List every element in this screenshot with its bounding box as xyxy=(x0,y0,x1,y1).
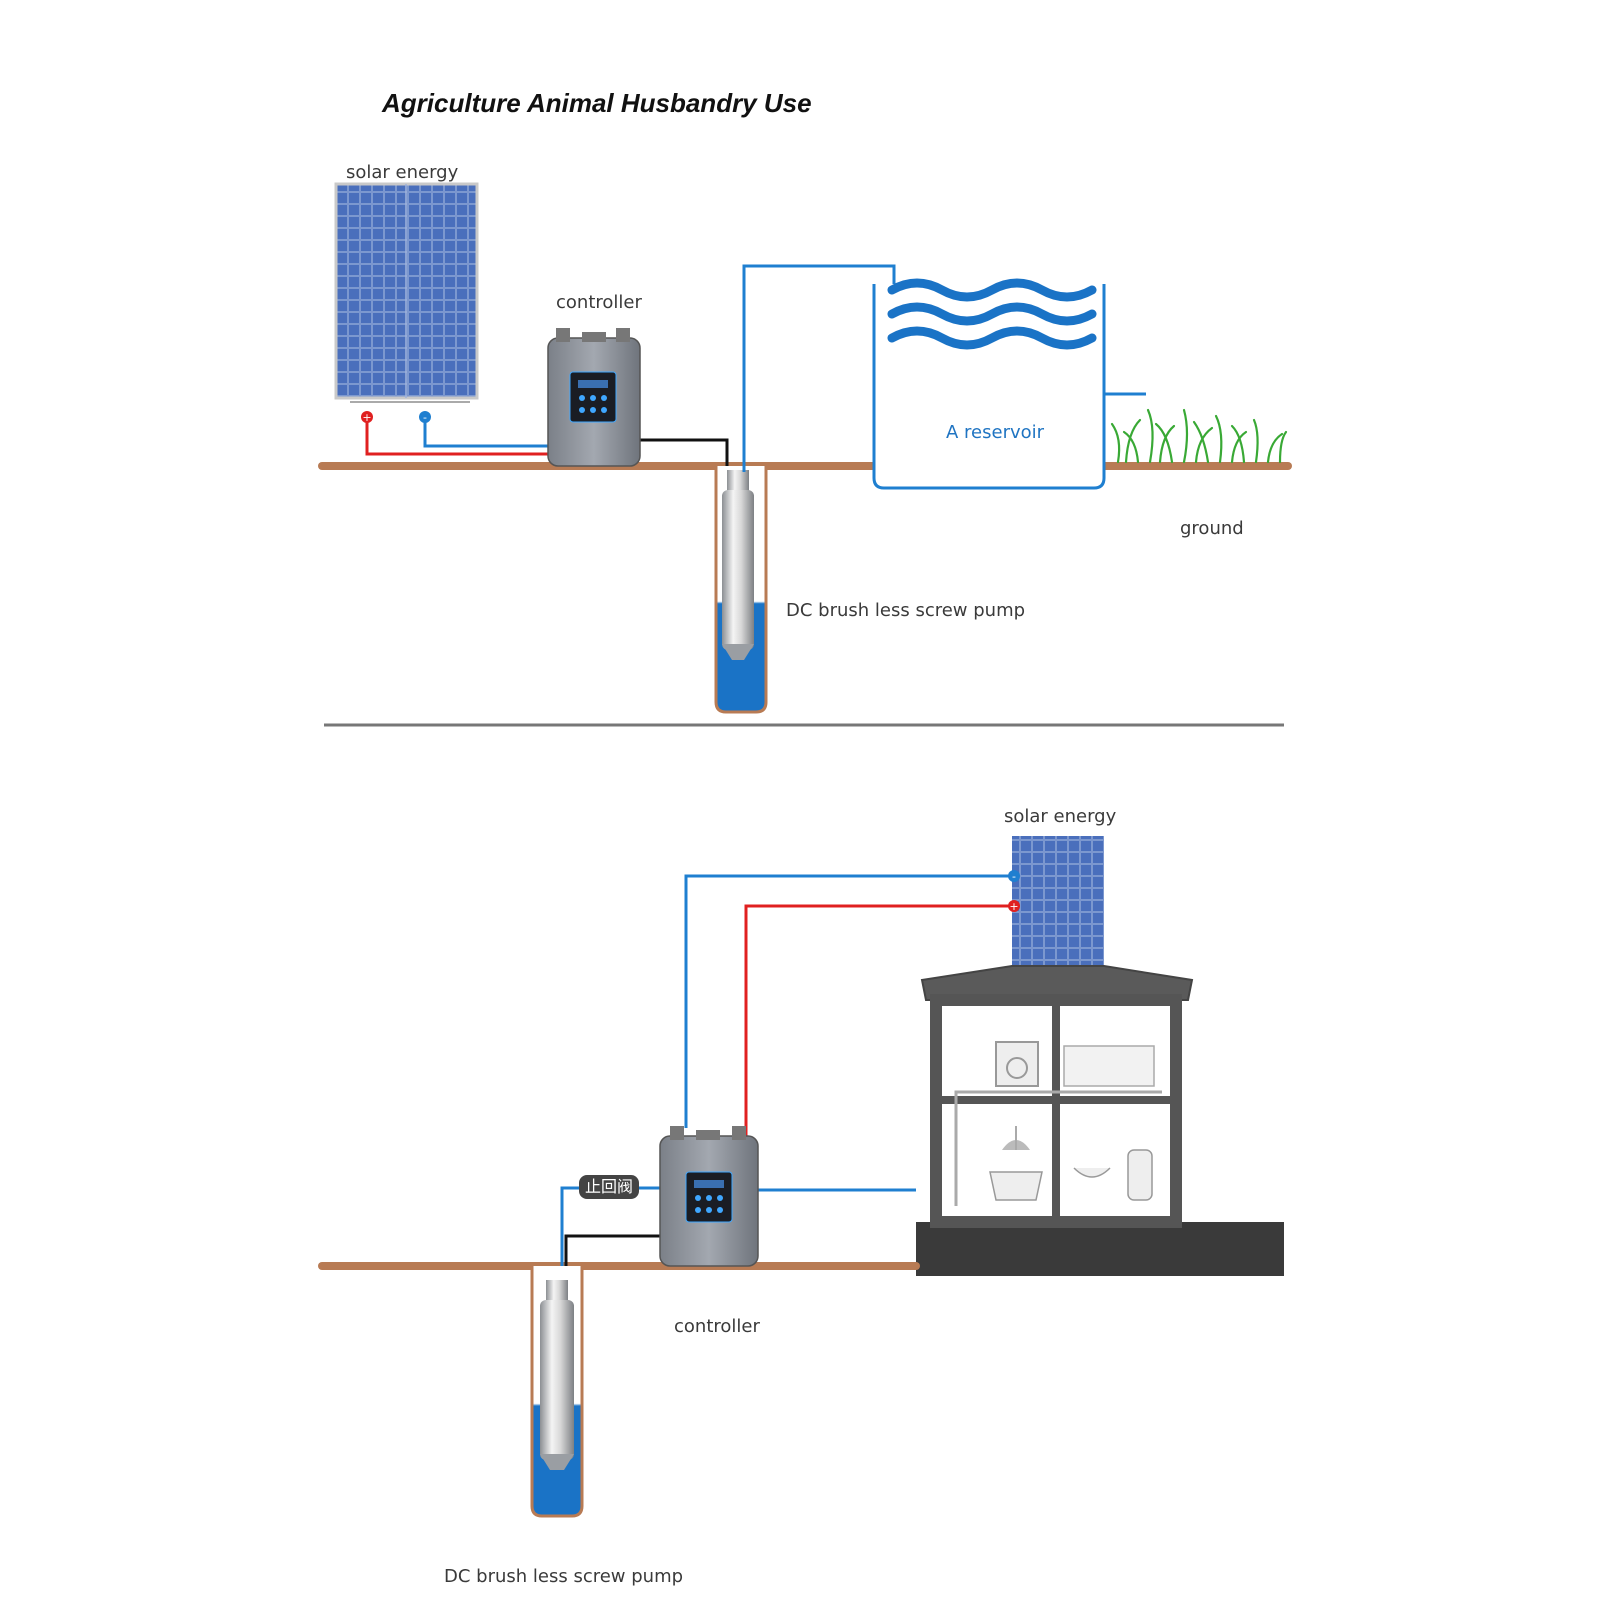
bottom-pump xyxy=(540,1280,574,1470)
check-valve-tag: 止回阀 xyxy=(579,1175,639,1199)
bottom-house xyxy=(916,965,1284,1276)
svg-text:-: - xyxy=(1012,870,1016,883)
top-controller-device xyxy=(547,328,641,467)
bottom-controller-device xyxy=(659,1126,759,1267)
bottom-controller-label: controller xyxy=(674,1316,760,1337)
top-controller-label: controller xyxy=(556,292,642,313)
top-solar-panel xyxy=(334,182,479,403)
top-ground-label: ground xyxy=(1180,518,1244,539)
bottom-panel-wires xyxy=(684,874,1014,1138)
top-positive-terminal-icon: + xyxy=(361,411,373,424)
bottom-negative-terminal-icon: - xyxy=(1008,870,1020,883)
top-pump-cable xyxy=(640,438,729,478)
svg-text:+: + xyxy=(362,411,371,424)
top-water-waves xyxy=(887,278,1097,350)
bottom-positive-terminal-icon: + xyxy=(1008,900,1020,913)
svg-text:+: + xyxy=(1009,900,1018,913)
top-panel-wires xyxy=(365,418,548,456)
top-grass xyxy=(1110,408,1288,464)
svg-text:-: - xyxy=(423,411,427,424)
top-reservoir-label: A reservoir xyxy=(946,422,1045,443)
top-negative-terminal-icon: - xyxy=(419,411,431,424)
bottom-solar-label: solar energy xyxy=(1004,806,1117,827)
page-title: Agriculture Animal Husbandry Use xyxy=(382,88,812,118)
top-pump-label: DC brush less screw pump xyxy=(786,600,1026,621)
bottom-pump-label: DC brush less screw pump xyxy=(444,1566,684,1587)
top-solar-label: solar energy xyxy=(346,162,459,183)
top-delivery-pipe xyxy=(742,264,896,472)
bottom-solar-panel xyxy=(1012,836,1104,970)
top-pump xyxy=(722,470,754,660)
